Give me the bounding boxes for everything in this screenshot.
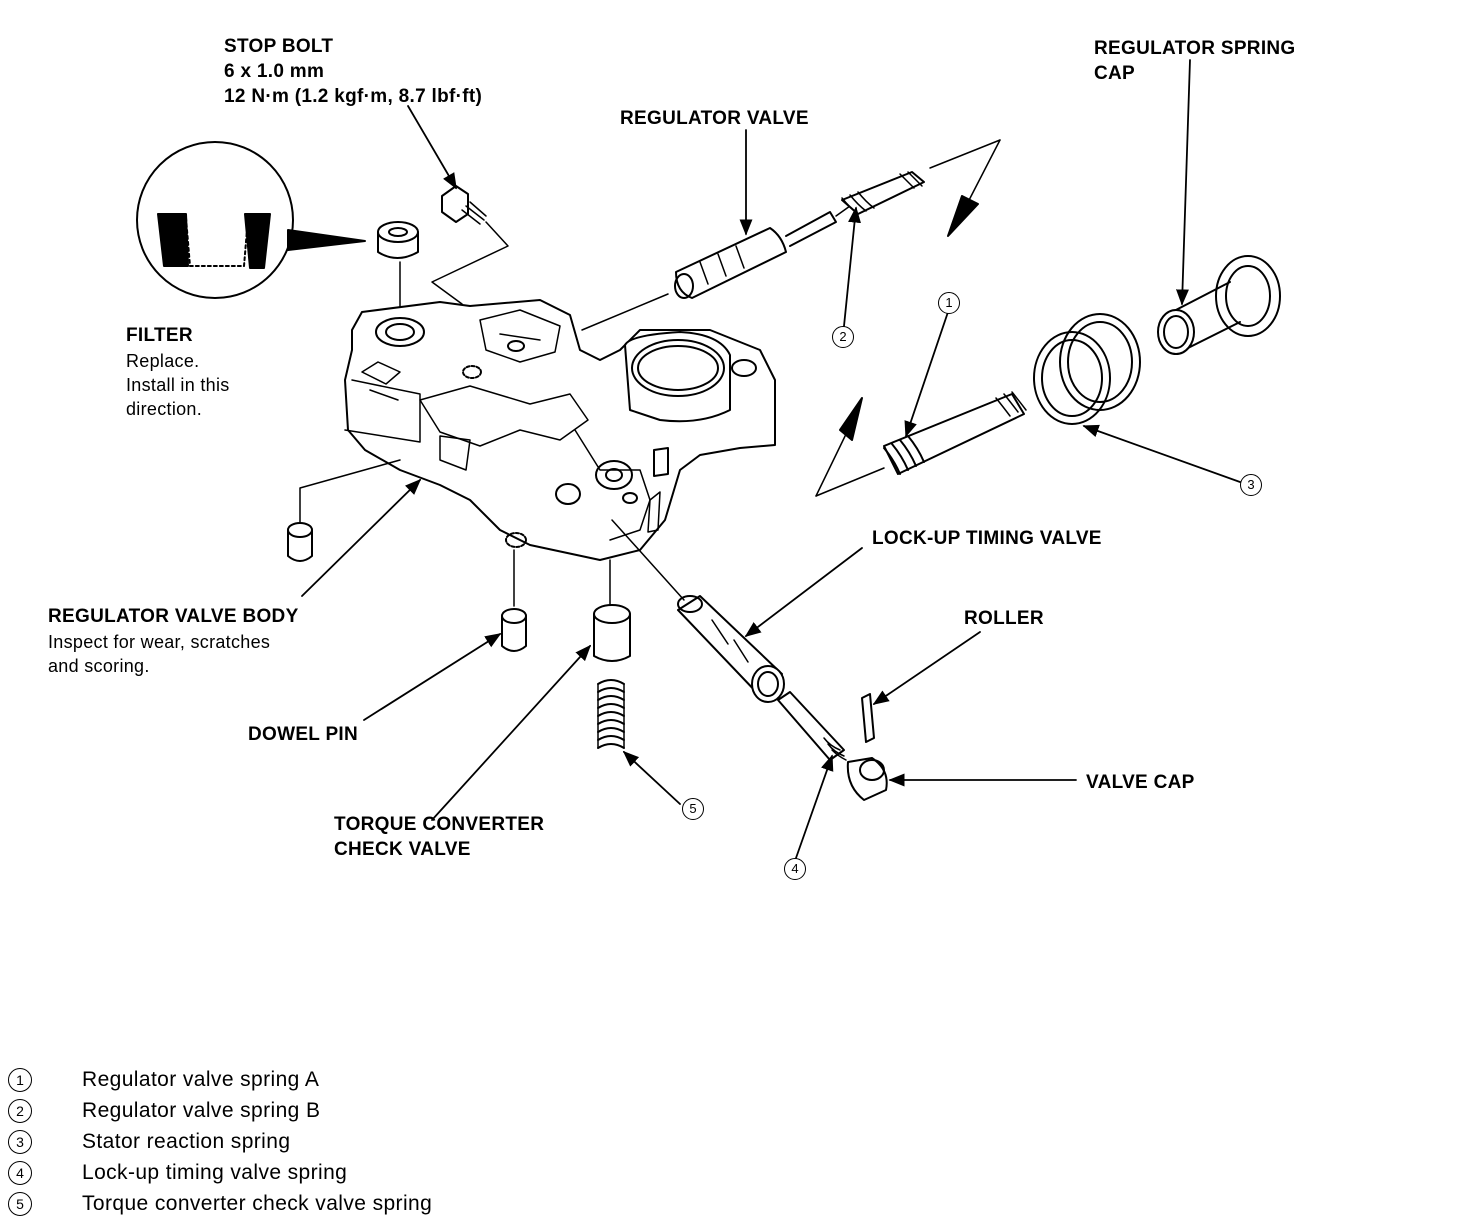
stop-bolt-part — [431, 185, 509, 305]
leader-lock-up-timing-valve — [744, 547, 863, 637]
regulator-valve-spring-a — [883, 391, 1027, 475]
break-symbol-top — [947, 139, 1001, 237]
label-lock-up-timing-valve: LOCK-UP TIMING VALVE — [872, 528, 1102, 549]
legend-item: 5 Torque converter check valve spring — [8, 1190, 608, 1221]
parts-legend: 1 Regulator valve spring A 2 Regulator v… — [8, 1066, 608, 1221]
legend-number: 5 — [8, 1192, 32, 1216]
label-torque-converter-check-valve: TORQUE CONVERTER CHECK VALVE — [334, 814, 545, 860]
label-regulator-valve: REGULATOR VALVE — [620, 108, 809, 129]
leader-regulator-valve-body — [301, 478, 422, 597]
legend-item: 2 Regulator valve spring B — [8, 1097, 608, 1128]
torque-converter-check-valve-part — [593, 559, 631, 662]
torque-converter-check-valve-spring — [597, 679, 625, 750]
label-regulator-valve-body: REGULATOR VALVE BODY — [48, 606, 299, 627]
dowel-pin-left — [287, 522, 313, 562]
regulator-valve-body-notes: Inspect for wear, scratches and scoring. — [48, 632, 271, 676]
leader-callout-1 — [904, 311, 949, 438]
legend-text: Regulator valve spring A — [82, 1068, 320, 1091]
label-filter: FILTER — [126, 325, 193, 346]
leader-lines — [301, 59, 1241, 859]
legend-text: Torque converter check valve spring — [82, 1192, 433, 1215]
legend-item: 3 Stator reaction spring — [8, 1128, 608, 1159]
callout-5: 5 — [682, 798, 704, 820]
roller-part — [861, 693, 875, 743]
leader-roller — [872, 631, 981, 705]
leader-dowel-pin — [363, 633, 502, 721]
leader-torque-converter-check-valve — [431, 644, 592, 821]
regulator-valve-body — [299, 299, 776, 561]
legend-item: 1 Regulator valve spring A — [8, 1066, 608, 1097]
lock-up-timing-valve-part — [611, 519, 785, 703]
label-dowel-pin: DOWEL PIN — [248, 724, 359, 745]
legend-item: 4 Lock-up timing valve spring — [8, 1159, 608, 1190]
dowel-pin-bottom — [501, 549, 527, 652]
callout-4: 4 — [784, 858, 806, 880]
callout-2: 2 — [832, 326, 854, 348]
regulator-valve-part — [581, 205, 851, 331]
valve-cap-part — [846, 757, 888, 801]
label-roller: ROLLER — [964, 608, 1044, 629]
callout-1: 1 — [938, 292, 960, 314]
leader-callout-4 — [795, 754, 834, 859]
leader-stop-bolt — [407, 105, 457, 190]
regulator-spring-cap-part — [1157, 255, 1281, 355]
break-symbol-middle — [815, 397, 885, 497]
callout-3: 3 — [1240, 474, 1262, 496]
label-regulator-spring-cap: REGULATOR SPRING CAP — [1094, 38, 1296, 84]
filter-notes: Replace. Install in this direction. — [126, 351, 230, 419]
lock-up-timing-valve-spring — [777, 691, 847, 761]
filter-detail-circle — [136, 141, 366, 299]
label-stop-bolt: STOP BOLT 6 x 1.0 mm 12 N·m (1.2 kgf·m, … — [224, 36, 483, 107]
legend-text: Lock-up timing valve spring — [82, 1161, 348, 1184]
legend-text: Stator reaction spring — [82, 1130, 291, 1153]
leader-callout-2 — [843, 206, 861, 327]
leader-callout-5 — [622, 750, 681, 805]
leader-callout-3 — [1082, 424, 1241, 483]
label-valve-cap: VALVE CAP — [1086, 772, 1195, 793]
stator-reaction-spring — [1033, 313, 1141, 425]
legend-number: 4 — [8, 1161, 32, 1185]
legend-number: 1 — [8, 1068, 32, 1092]
leader-regulator-spring-cap — [1176, 59, 1191, 306]
legend-number: 3 — [8, 1130, 32, 1154]
legend-number: 2 — [8, 1099, 32, 1123]
legend-text: Regulator valve spring B — [82, 1099, 321, 1122]
